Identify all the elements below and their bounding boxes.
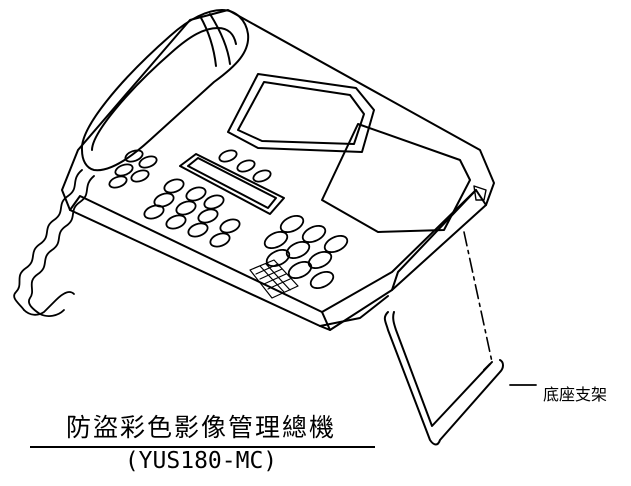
- screen-right: [321, 123, 471, 233]
- title-divider: [30, 446, 375, 448]
- speaker-grille: [249, 259, 299, 299]
- keypad-right: [263, 214, 349, 290]
- handset: [80, 9, 250, 172]
- coiled-cord: [13, 169, 95, 317]
- figure-title: 防盜彩色影像管理總機: [65, 413, 336, 442]
- stand-label: 底座支架: [543, 385, 608, 404]
- model-number: (YUS180-MC): [124, 448, 278, 474]
- base-body: [61, 9, 495, 331]
- screen-left: [227, 73, 375, 153]
- keypad-left: [143, 178, 241, 248]
- display-strip: [179, 153, 285, 215]
- base-stand: [383, 185, 504, 446]
- side-buttons: [108, 149, 272, 189]
